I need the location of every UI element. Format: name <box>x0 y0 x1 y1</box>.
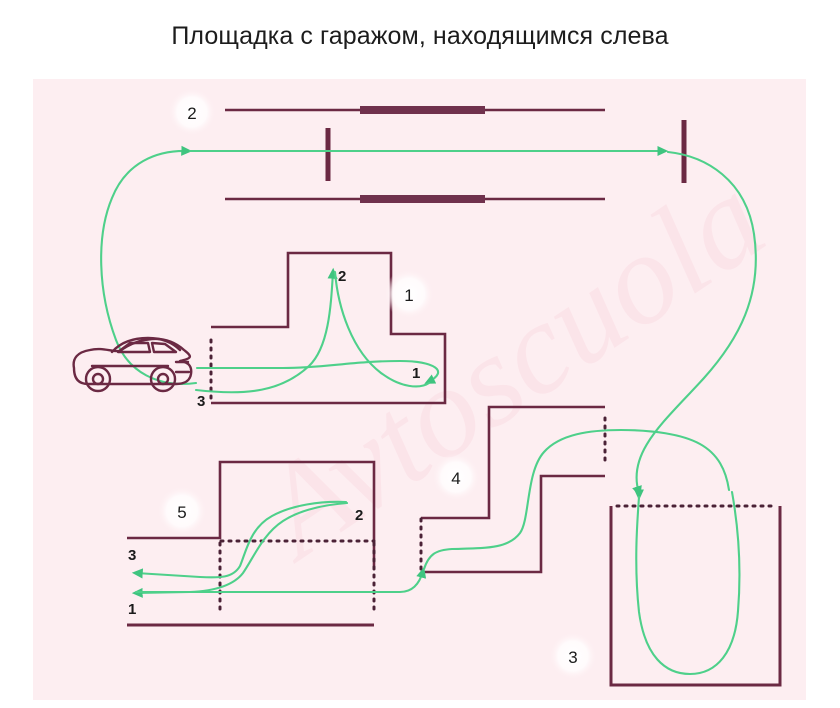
marker-5: 5 <box>157 486 207 536</box>
path-main-loop-right <box>632 150 757 498</box>
marker-4-label: 4 <box>451 469 460 488</box>
car-window-front <box>116 341 152 354</box>
car-wheel-front-hub <box>156 372 170 386</box>
path-zone1-exit <box>333 270 431 388</box>
path-garage-loop <box>635 490 741 676</box>
zone1-step-2-label: 2 <box>338 268 346 285</box>
path-zone4-entry <box>372 566 427 594</box>
marker-3-bg <box>549 632 597 680</box>
marker-1: 1 <box>384 269 434 319</box>
path-zone4-to-garage <box>619 428 731 492</box>
zone-step-bay-left <box>127 460 376 627</box>
marker-4-bg <box>432 453 480 501</box>
zone-zigzag-bay <box>419 405 607 574</box>
path-zone4-step <box>422 428 623 571</box>
marker-1-label: 1 <box>404 286 413 305</box>
marker-2-bg <box>168 88 216 136</box>
zone-parking-bay-top <box>225 106 687 203</box>
driving-path <box>100 145 757 676</box>
car-window-rear <box>150 341 178 354</box>
car-wheel-front <box>149 365 177 393</box>
car-wheel-rear <box>84 365 112 393</box>
diagram-panel <box>33 79 806 700</box>
car-front-detail <box>174 360 191 374</box>
marker-2-label: 2 <box>187 104 196 123</box>
marker-5-label: 5 <box>177 503 186 522</box>
marker-2: 2 <box>168 88 216 136</box>
garage-outline <box>609 506 782 687</box>
zigzag-outline-lower <box>421 474 605 574</box>
path-main-loop-left <box>100 145 198 385</box>
zone5-step-3-label: 3 <box>128 547 136 564</box>
zone-garage-box <box>609 504 782 687</box>
page-title: Площадка с гаражом, находящимся слева <box>171 22 669 50</box>
marker-3-label: 3 <box>568 648 577 667</box>
path-step-labels: 2 1 3 2 3 1 <box>128 268 420 618</box>
path-zone5-upper <box>131 500 348 579</box>
zone5-step-1-label: 1 <box>128 601 136 618</box>
car-wheel-rear-hub <box>91 372 105 386</box>
car-roofline <box>110 336 182 354</box>
marker-5-bg <box>157 486 207 536</box>
marker-4: 4 <box>432 453 480 501</box>
car-silhouette <box>72 336 193 393</box>
path-zone1-reverse <box>194 267 338 394</box>
zone5-step-2-label: 2 <box>355 507 363 524</box>
zone1-step-1-label: 1 <box>412 365 420 382</box>
step-bay-outline <box>127 460 376 568</box>
marker-3: 3 <box>549 632 597 680</box>
car-body-outline <box>72 337 193 386</box>
zone-markers: 2 1 4 5 3 <box>157 88 597 680</box>
zigzag-outline-upper <box>421 405 605 520</box>
path-zone5-lower <box>131 501 349 598</box>
zone1-step-3-label: 3 <box>197 393 205 410</box>
marker-1-bg <box>384 269 434 319</box>
